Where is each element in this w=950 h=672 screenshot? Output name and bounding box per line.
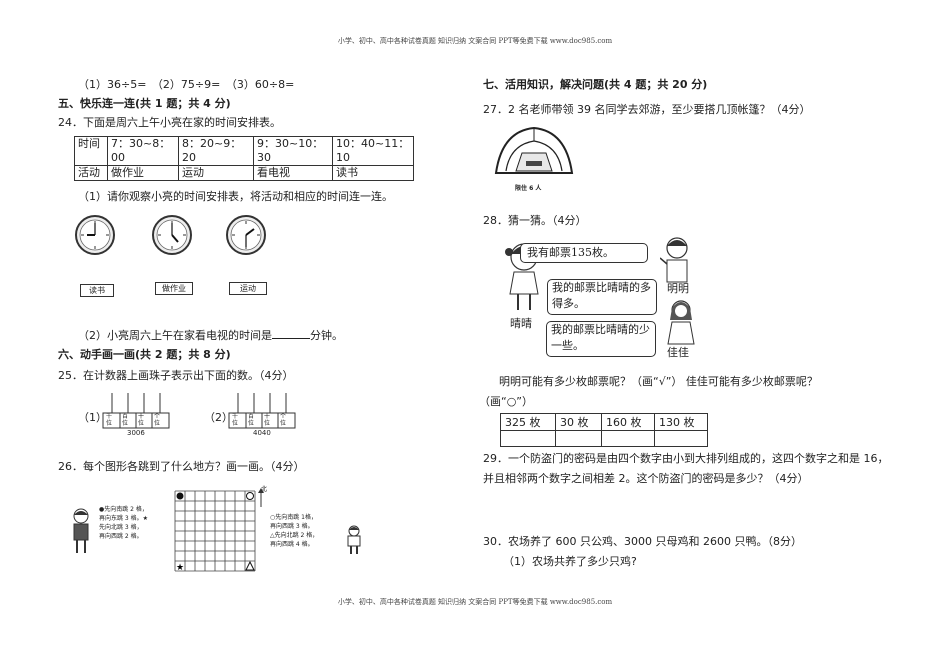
place-label: 百位 bbox=[248, 413, 255, 427]
abacus1-number: 3006 bbox=[127, 429, 145, 437]
star-icon: ★ bbox=[176, 563, 184, 572]
page-footer: 小学、初中、高中各种试卷真题 知识归纳 文案合同 PPT等免费下载 www.do… bbox=[337, 598, 613, 606]
name-qingqing: 晴晴 bbox=[510, 317, 532, 330]
answer-blank[interactable] bbox=[272, 328, 310, 339]
schedule-cell: 8：20~9：20 bbox=[178, 136, 254, 166]
schedule-cell: 9：30~10：30 bbox=[253, 136, 333, 166]
stamp-answer-cell[interactable] bbox=[654, 430, 708, 447]
q26-right-line: 再向西跳 4 格。 bbox=[270, 541, 314, 548]
schedule-table: 时间 7：30~8：00 8：20~9：20 9：30~10：30 10：40~… bbox=[74, 136, 414, 181]
stamp-option-cell: 160 枚 bbox=[601, 413, 655, 431]
place-label: 十位 bbox=[138, 413, 145, 427]
q27-text: 27．2 名老师带领 39 名同学去郊游，至少要搭几顶帐篷？（4分） bbox=[483, 103, 811, 116]
page-header: 小学、初中、高中各种试卷真题 知识归纳 文案合同 PPT等免费下载 www.do… bbox=[337, 37, 613, 45]
q24-part1: （1）请你观察小亮的时间安排表，将活动和相应的时间连一连。 bbox=[78, 190, 393, 203]
stamp-answer-row bbox=[500, 430, 708, 447]
stamp-option-cell: 30 枚 bbox=[555, 413, 602, 431]
abacus-icon bbox=[228, 393, 296, 429]
card-homework[interactable]: 做作业 bbox=[155, 282, 193, 295]
q25-text: 25．在计数器上画珠子表示出下面的数。（4分） bbox=[58, 369, 294, 382]
q30-part1: （1）农场共养了多少只鸡? bbox=[503, 555, 637, 568]
schedule-row-time: 时间 7：30~8：00 8：20~9：20 9：30~10：30 10：40~… bbox=[74, 136, 414, 166]
stamp-answer-cell[interactable] bbox=[555, 430, 602, 447]
schedule-cell: 时间 bbox=[74, 136, 108, 166]
q24-part2-post: 分钟。 bbox=[310, 329, 343, 342]
section6-title: 六、动手画一画(共 2 题；共 8 分) bbox=[58, 348, 231, 361]
q24-part2-pre: （2）小亮周六上午在家看电视的时间是 bbox=[78, 329, 272, 342]
stamp-options-table: 325 枚 30 枚 160 枚 130 枚 bbox=[500, 413, 708, 447]
stamp-answer-cell[interactable] bbox=[601, 430, 655, 447]
q26-text: 26．每个图形各跳到了什么地方？画一画。（4分） bbox=[58, 460, 305, 473]
q30-text: 30．农场养了 600 只公鸡、3000 只母鸡和 2600 只鸭。（8分） bbox=[483, 535, 802, 548]
clock-icon bbox=[75, 215, 115, 255]
schedule-cell: 7：30~8：00 bbox=[107, 136, 179, 166]
speech-bubble-qingqing: 我有邮票135枚。 bbox=[520, 243, 648, 263]
circle-filled-icon bbox=[176, 492, 184, 500]
north-arrow-icon bbox=[258, 488, 264, 507]
q29-line2: 并且相邻两个数字之间相差 2。这个防盗门的密码是多少？（4分） bbox=[483, 472, 809, 485]
stamp-option-cell: 130 枚 bbox=[654, 413, 708, 431]
q24-text: 24．下面是周六上午小亮在家的时间安排表。 bbox=[58, 116, 281, 129]
place-label: 百位 bbox=[122, 413, 129, 427]
clock-icon bbox=[226, 215, 266, 255]
schedule-cell: 读书 bbox=[332, 165, 414, 181]
schedule-cell: 看电视 bbox=[253, 165, 333, 181]
child-icon bbox=[73, 508, 89, 553]
q26-right-line: △先向北跳 2 格， bbox=[270, 532, 319, 539]
card-reading[interactable]: 读书 bbox=[80, 284, 114, 297]
name-jiajia: 佳佳 bbox=[667, 346, 689, 359]
calc-line: （1）36÷5= （2）75÷9= （3）60÷8= bbox=[78, 78, 295, 91]
q26-left-line: 先向北跳 3 格， bbox=[99, 524, 143, 531]
tent-icon bbox=[494, 126, 574, 174]
q26-left-line: 再向东跳 3 格。★ bbox=[99, 515, 149, 522]
stamp-option-cell: 325 枚 bbox=[500, 413, 556, 431]
section7-title: 七、活用知识，解决问题(共 4 题；共 20 分) bbox=[483, 78, 708, 91]
q28-question2: （画“○”） bbox=[479, 395, 533, 408]
place-label: 十位 bbox=[264, 413, 271, 427]
girl-jiajia-icon bbox=[667, 300, 695, 345]
speech-bubble-jiajia: 我的邮票比晴晴的少一些。 bbox=[546, 321, 656, 357]
card-exercise[interactable]: 运动 bbox=[229, 282, 267, 295]
q24-part2: （2）小亮周六上午在家看电视的时间是 分钟。 bbox=[78, 328, 343, 343]
schedule-cell: 运动 bbox=[178, 165, 254, 181]
boy-mingming-icon bbox=[660, 237, 688, 283]
place-label: 个位 bbox=[154, 413, 161, 427]
place-label: 千位 bbox=[232, 413, 239, 427]
q26-right-line: ○先向南跳 1格， bbox=[270, 514, 317, 521]
place-label: 千位 bbox=[106, 413, 113, 427]
stamp-options-row: 325 枚 30 枚 160 枚 130 枚 bbox=[500, 413, 708, 431]
q28-question: 明明可能有多少枚邮票呢？（画“√”） 佳佳可能有多少枚邮票呢？ bbox=[499, 375, 818, 388]
schedule-cell: 做作业 bbox=[107, 165, 179, 181]
child-icon bbox=[347, 525, 361, 554]
abacus2-number: 4040 bbox=[253, 429, 271, 437]
triangle-icon bbox=[245, 560, 255, 571]
abacus-icon bbox=[102, 393, 170, 429]
north-label: 北 bbox=[261, 486, 268, 493]
circle-empty-icon bbox=[246, 492, 254, 500]
schedule-row-activity: 活动 做作业 运动 看电视 读书 bbox=[74, 165, 414, 181]
schedule-cell: 10：40~11：10 bbox=[332, 136, 414, 166]
tent-caption: 限住 6 人 bbox=[515, 185, 542, 192]
grid-board[interactable]: ★ bbox=[174, 490, 256, 572]
q28-text: 28．猜一猜。（4分） bbox=[483, 214, 587, 227]
place-label: 个位 bbox=[280, 413, 287, 427]
abacus2-label: （2） bbox=[204, 411, 233, 424]
name-mingming: 明明 bbox=[667, 282, 689, 295]
q26-left-line: ●先向南跳 2 格， bbox=[99, 506, 148, 513]
stamp-answer-cell[interactable] bbox=[500, 430, 556, 447]
section5-title: 五、快乐连一连(共 1 题；共 4 分) bbox=[58, 97, 231, 110]
q29-line1: 29．一个防盗门的密码是由四个数字由小到大排列组成的，这四个数字之和是 16， bbox=[483, 452, 889, 465]
speech-bubble-mingming: 我的邮票比晴晴的多得多。 bbox=[547, 279, 657, 315]
clock-icon bbox=[152, 215, 192, 255]
schedule-cell: 活动 bbox=[74, 165, 108, 181]
q26-left-line: 再向西跳 2 格。 bbox=[99, 533, 143, 540]
abacus1-label: （1） bbox=[78, 411, 107, 424]
q26-right-line: 再向西跳 3 格。 bbox=[270, 523, 314, 530]
